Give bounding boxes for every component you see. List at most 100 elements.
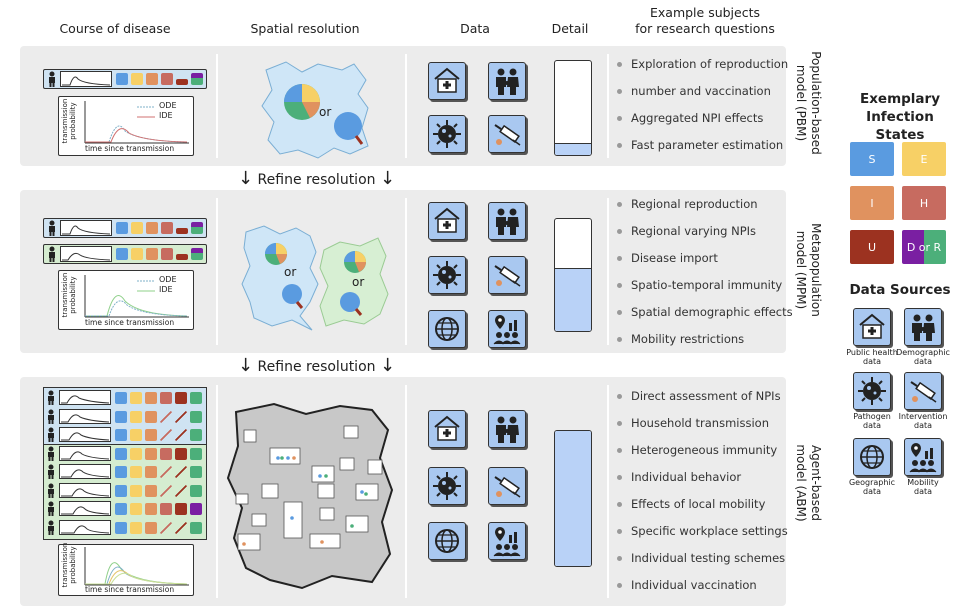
detail-fill bbox=[555, 142, 591, 155]
bullet-item: Specific workplace settings bbox=[617, 524, 788, 538]
mobility-icon bbox=[904, 438, 942, 476]
pbm-model-name: Population-based model (PBM) bbox=[794, 51, 823, 155]
bullet-item: Fast parameter estimation bbox=[617, 138, 783, 152]
public-health-icon bbox=[428, 202, 466, 240]
bullet-item: Individual behavior bbox=[617, 470, 741, 484]
pie-chart-icon bbox=[284, 84, 320, 120]
person-icon bbox=[48, 446, 54, 461]
abm-transmission-plot: transmission probability time since tran… bbox=[58, 543, 194, 596]
or-label: or bbox=[319, 105, 332, 119]
bullet-item: Mobility restrictions bbox=[617, 332, 744, 346]
bullet-item: Aggregated NPI effects bbox=[617, 111, 763, 125]
bullet-item: Individual vaccination bbox=[617, 578, 757, 592]
pbm-region-map bbox=[261, 61, 369, 159]
source-label: Demographic data bbox=[896, 348, 950, 366]
refine-label: Refine resolution bbox=[257, 172, 376, 188]
plot-legend-ide: IDE bbox=[159, 285, 173, 294]
demographic-icon bbox=[488, 202, 526, 240]
person-icon bbox=[49, 246, 55, 262]
detail-fill bbox=[555, 268, 591, 331]
public-health-icon bbox=[853, 308, 891, 346]
plot-ylabel: transmission probability bbox=[61, 272, 77, 318]
abm-model-name: Agent-based model (ABM) bbox=[794, 444, 823, 522]
plot-legend-ode: ODE bbox=[159, 275, 177, 284]
abm-course-row bbox=[43, 519, 205, 536]
plot-legend-ode: ODE bbox=[159, 101, 177, 110]
pathogen-icon bbox=[428, 467, 466, 505]
state-i: I bbox=[850, 186, 894, 220]
source-label: Pathogen data bbox=[853, 412, 891, 430]
person-icon bbox=[48, 464, 54, 479]
intervention-icon bbox=[488, 115, 526, 153]
pathogen-icon bbox=[428, 256, 466, 294]
state-s: S bbox=[850, 142, 894, 176]
bullet-item: Exploration of reproduction bbox=[617, 57, 788, 71]
abm-city-map bbox=[226, 402, 394, 590]
person-icon bbox=[48, 501, 54, 516]
or-label: or bbox=[352, 275, 365, 289]
pbm-transmission-plot: ODE IDE transmission probability time si… bbox=[58, 96, 194, 156]
demographic-icon bbox=[488, 410, 526, 448]
abm-course-row bbox=[43, 427, 205, 443]
bullet-item: Spatial demographic effects bbox=[617, 305, 793, 319]
plot-xlabel: time since transmission bbox=[85, 144, 175, 153]
pbm-course-row bbox=[43, 69, 207, 89]
bullet-item: Household transmission bbox=[617, 416, 769, 430]
abm-course-row bbox=[43, 501, 205, 517]
mpm-region-map bbox=[241, 225, 389, 331]
abm-detail-bar bbox=[554, 430, 592, 567]
person-icon bbox=[49, 220, 55, 236]
mpm-course-row-1 bbox=[43, 218, 207, 238]
state-u: U bbox=[850, 230, 894, 264]
or-label: or bbox=[284, 265, 297, 279]
plot-xlabel: time since transmission bbox=[85, 585, 175, 594]
bullet-item: Effects of local mobility bbox=[617, 497, 765, 511]
abm-course-row bbox=[43, 464, 205, 480]
person-icon bbox=[49, 71, 55, 87]
mpm-model-name: Metapopulation model (MPM) bbox=[794, 223, 823, 317]
mpm-course-row-2 bbox=[43, 244, 207, 264]
plot-xlabel: time since transmission bbox=[85, 318, 175, 327]
public-health-icon bbox=[428, 62, 466, 100]
geographic-icon bbox=[428, 522, 466, 560]
states-title: Exemplary Infection States bbox=[859, 91, 940, 143]
bullet-item: Regional varying NPIs bbox=[617, 224, 756, 238]
person-icon bbox=[48, 427, 54, 442]
bullet-item: Regional reproduction bbox=[617, 197, 758, 211]
person-icon bbox=[48, 483, 54, 498]
intervention-icon bbox=[904, 372, 942, 410]
bullet-item: Disease import bbox=[617, 251, 718, 265]
source-label: Mobility data bbox=[907, 478, 939, 496]
person-icon bbox=[48, 520, 54, 535]
pathogen-icon bbox=[853, 372, 891, 410]
state-h: H bbox=[902, 186, 946, 220]
public-health-icon bbox=[428, 410, 466, 448]
bullet-item: Individual testing schemes bbox=[617, 551, 785, 565]
refine-arrow-1: ↓ Refine resolution ↓ bbox=[238, 168, 396, 189]
plot-ylabel: transmission probability bbox=[61, 98, 77, 144]
abm-course-row bbox=[43, 482, 205, 499]
state-e: E bbox=[902, 142, 946, 176]
intervention-icon bbox=[488, 256, 526, 294]
sources-title: Data Sources bbox=[849, 282, 951, 298]
bullet-item: Heterogeneous immunity bbox=[617, 443, 777, 457]
mobility-icon bbox=[488, 310, 526, 348]
intervention-icon bbox=[488, 467, 526, 505]
geographic-icon bbox=[853, 438, 891, 476]
person-icon bbox=[48, 409, 54, 424]
pathogen-icon bbox=[428, 115, 466, 153]
bullet-item-continued: number and vaccination bbox=[617, 84, 771, 98]
plot-legend-ide: IDE bbox=[159, 111, 173, 120]
abm-course-row bbox=[43, 390, 205, 406]
state-d-or-r: D or R bbox=[902, 230, 946, 264]
person-icon bbox=[48, 390, 54, 405]
source-label: Intervention data bbox=[898, 412, 948, 430]
pbm-detail-bar bbox=[554, 60, 592, 156]
mpm-transmission-plot: ODE IDE transmission probability time si… bbox=[58, 270, 194, 330]
header-spatial: Spatial resolution bbox=[250, 21, 360, 36]
header-examples: Example subjects for research questions bbox=[635, 5, 775, 36]
source-label: Public health data bbox=[846, 348, 898, 366]
mini-curve bbox=[60, 71, 112, 87]
header-detail: Detail bbox=[551, 21, 589, 36]
abm-course-row bbox=[43, 445, 205, 462]
